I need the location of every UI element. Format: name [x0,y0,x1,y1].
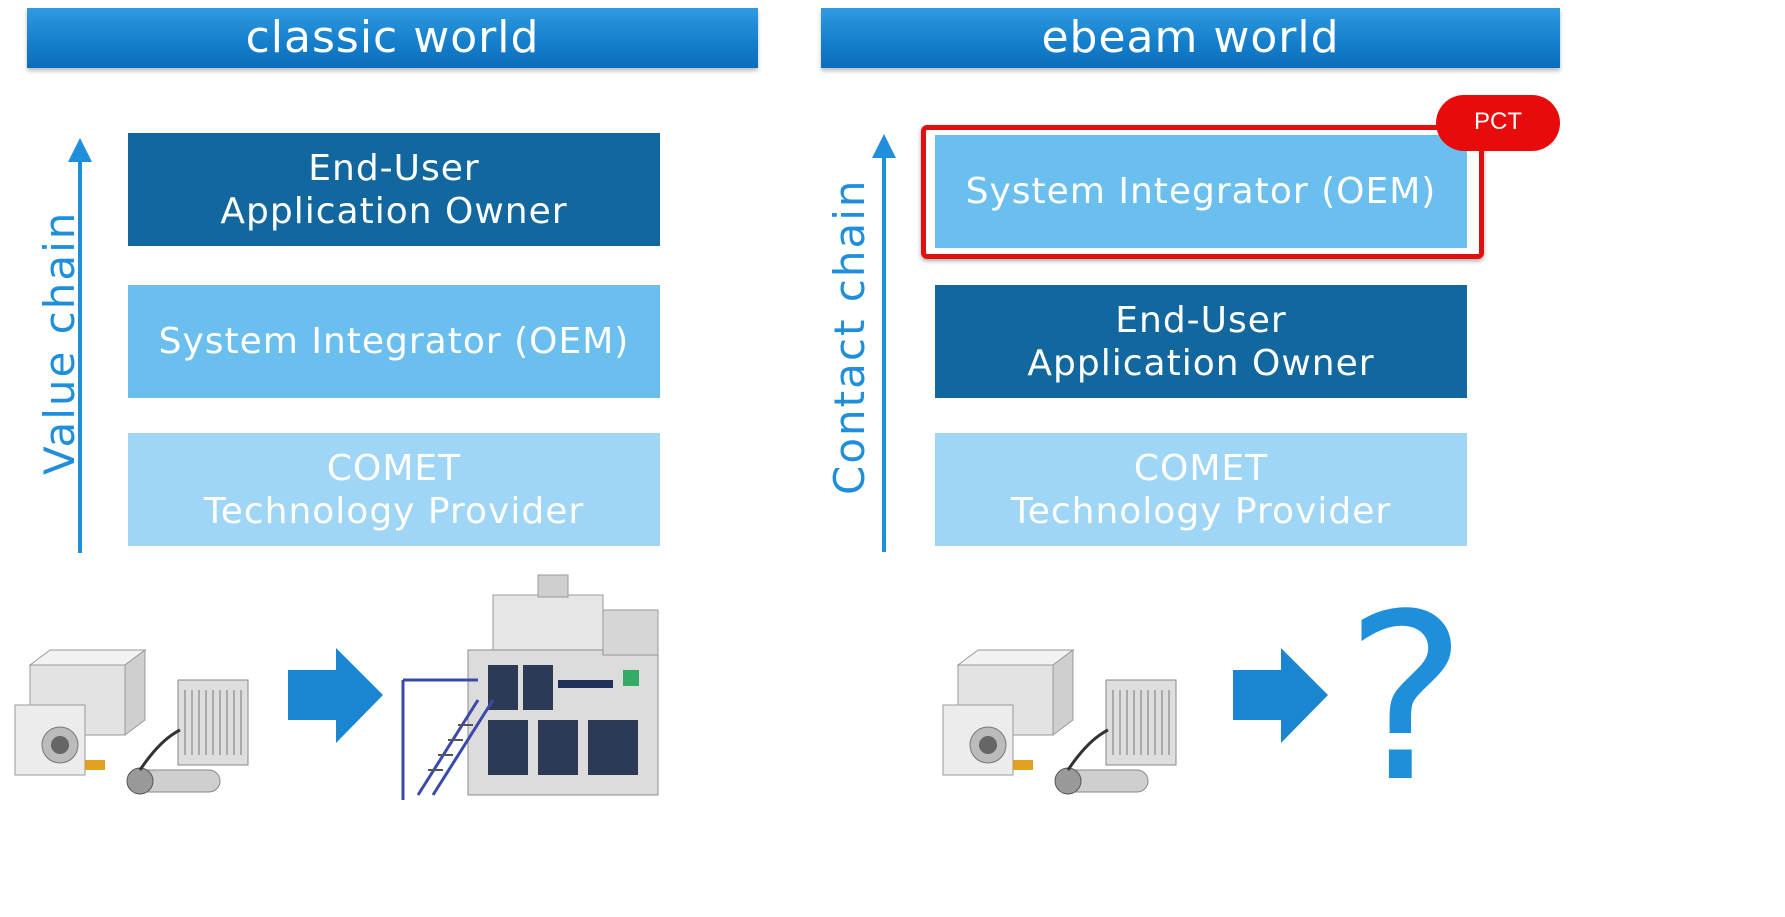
value-chain-arrow-line [78,160,82,553]
ebeam-equipment-image-right [942,649,1177,795]
value-chain-label: Value chain [35,210,84,475]
ebeam-equipment-image [14,649,249,795]
left-comet-line1: COMET [326,447,462,489]
contact-chain-label: Contact chain [825,178,874,496]
system-integrator-highlight [921,125,1484,259]
left-system-integrator-box: System Integrator (OEM) [128,285,660,398]
right-system-integrator-box: System Integrator (OEM) [935,135,1467,248]
left-end-user-box: End-User Application Owner [128,133,660,246]
left-comet-line2: Technology Provider [203,490,585,532]
value-chain-arrow-head-icon [68,138,92,162]
right-arrow-right-icon [1233,648,1328,743]
question-mark: ? [1345,566,1468,833]
left-end-user-line2: Application Owner [220,190,568,232]
packaging-line-machine-image [401,574,659,800]
contact-chain-arrow-head-icon [872,134,896,158]
contact-chain-arrow-line [882,156,886,552]
right-comet-line2: Technology Provider [1010,490,1392,532]
right-system-integrator-label: System Integrator (OEM) [965,171,1437,212]
left-comet-box: COMET Technology Provider [128,433,660,546]
right-comet-box: COMET Technology Provider [935,433,1467,546]
classic-world-header: classic world [27,8,758,68]
right-comet-line1: COMET [1133,447,1269,489]
left-end-user-line1: End-User [308,147,480,189]
left-system-integrator-label: System Integrator (OEM) [158,321,630,362]
ebeam-world-header: ebeam world [821,8,1560,68]
right-end-user-line2: Application Owner [1027,342,1375,384]
right-end-user-line1: End-User [1115,299,1287,341]
left-arrow-right-icon [288,648,383,743]
pct-badge: PCT [1436,95,1560,151]
right-end-user-box: End-User Application Owner [935,285,1467,398]
